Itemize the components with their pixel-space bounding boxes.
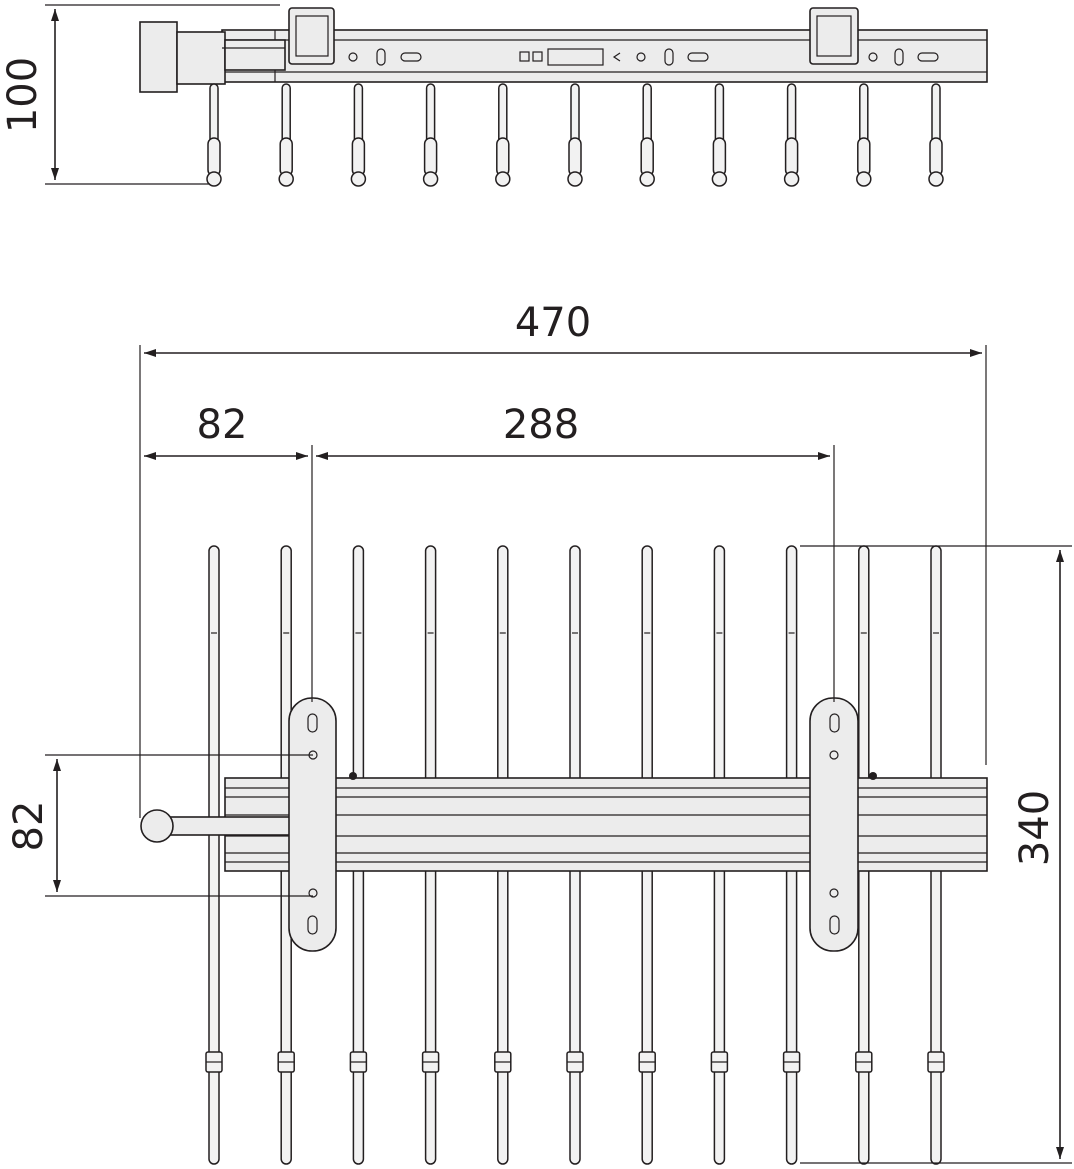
top-rod: [205, 545, 223, 1165]
dimension-overall-width: 470: [139, 300, 987, 818]
dimension-depth-label: 340: [1012, 790, 1058, 866]
side-end-cap: [139, 21, 178, 93]
dimension-side-height: 100: [0, 4, 280, 185]
side-rod: [783, 83, 800, 187]
dimension-bracket-spacing: 288: [316, 402, 835, 702]
dimension-side-height-label: 100: [0, 57, 46, 133]
side-rod: [350, 83, 367, 187]
dimension-mount-spacing-label: 82: [6, 801, 52, 852]
mounting-plate-left: [288, 697, 337, 952]
dimension-bracket-spacing-label: 288: [503, 402, 579, 448]
pull-handle: [140, 809, 291, 843]
top-view: 470 82 288 82 340: [6, 300, 1072, 1165]
mounting-plate-right: [809, 697, 859, 952]
top-rail: [224, 772, 988, 872]
side-rod: [928, 83, 944, 187]
side-bracket-right: [809, 7, 859, 65]
side-bracket-left: [288, 7, 335, 65]
side-rod: [495, 83, 511, 187]
side-rod: [422, 83, 439, 187]
dimension-depth: 340: [800, 545, 1072, 1164]
side-rail: [221, 29, 988, 83]
side-rod: [206, 83, 222, 187]
side-rods: [206, 83, 944, 187]
dimension-mount-spacing: 82: [6, 754, 313, 897]
side-rod: [567, 83, 583, 187]
side-rod: [856, 83, 872, 187]
side-rail-holes: [348, 48, 939, 66]
side-rod: [639, 83, 655, 187]
side-view: 100: [0, 4, 988, 187]
dimension-offset-left-label: 82: [197, 402, 248, 448]
side-rod: [711, 83, 728, 187]
dimension-overall-width-label: 470: [515, 300, 591, 346]
side-rod: [278, 83, 294, 187]
dimension-offset-left: 82: [144, 402, 313, 702]
